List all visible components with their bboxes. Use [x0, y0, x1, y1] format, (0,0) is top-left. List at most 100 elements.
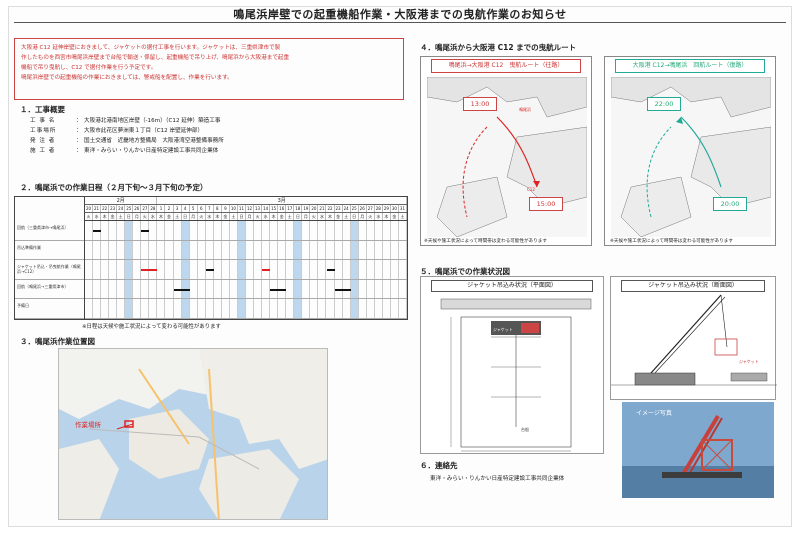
schedule-weekday-cell: 土 [174, 213, 182, 220]
schedule-day-cell: 20 [311, 205, 319, 212]
schedule-day-cell: 22 [102, 205, 110, 212]
schedule-day-cell: 19 [303, 205, 311, 212]
schedule-day-cell: 21 [319, 205, 327, 212]
schedule-column-line [109, 221, 118, 319]
naruo-label: 鳴尾浜 [519, 107, 531, 112]
overview-key: 施 工 者 [30, 148, 56, 154]
schedule-day-cell: 27 [367, 205, 375, 212]
section-2-heading: ２．鳴尾浜での作業日程（２月下旬～３月下旬の予定） [20, 183, 208, 192]
section-6-heading: ６．連絡先 [420, 461, 458, 470]
schedule-column-line [238, 221, 246, 319]
intro-box: 大阪港 C12 延伸岸壁におきまして、ジャケットの据付工事を行います。ジャケット… [14, 38, 404, 100]
section-3-heading: ３．鳴尾浜作業位置図 [20, 337, 95, 346]
schedule-weekday-cell: 火 [254, 213, 263, 220]
schedule-month-1: 3月 [157, 197, 407, 204]
plan-barge-label: 台船 [521, 427, 529, 432]
photo-caption: イメージ写真 [636, 410, 672, 417]
schedule-task-label: ジャケット吊込・吊曳航作業（鳴尾浜→C12） [17, 264, 81, 275]
schedule-column-line [125, 221, 134, 319]
schedule-day-cell: 4 [182, 205, 190, 212]
schedule-column-line [399, 221, 407, 319]
schedule-task-label: 回航（三重県津市→鳴尾浜） [17, 225, 69, 230]
schedule-weekday-cell: 日 [182, 213, 190, 220]
schedule-column-line [294, 221, 303, 319]
schedule-bar [141, 268, 158, 271]
schedule-weekday-cell: 火 [85, 213, 94, 220]
project-overview: 工 事 名： 大阪港北港南地区岸壁（-16m）（C12 延伸）築造工事 工事場所… [30, 116, 410, 156]
schedule-day-cell: 16 [279, 205, 287, 212]
schedule-task-label: 予備日 [17, 303, 29, 309]
schedule-day-cell: 22 [327, 205, 335, 212]
schedule-weekday-cell: 木 [383, 213, 391, 220]
schedule-column-line [302, 221, 311, 319]
schedule-grid-row [85, 299, 407, 319]
schedule-weekday-cell: 木 [270, 213, 279, 220]
schedule-column-line [391, 221, 399, 319]
schedule-weekday-cell: 月 [133, 213, 142, 220]
overview-row: 工 事 名： 大阪港北港南地区岸壁（-16m）（C12 延伸）築造工事 [30, 116, 410, 126]
route-return-panel: 大阪港 C12→鳴尾浜 回航ルート（復路） 22:00 20:00 [604, 56, 776, 246]
schedule-day-cell: 23 [110, 205, 118, 212]
schedule-shaded-column [125, 221, 134, 319]
schedule-shaded-column [350, 221, 359, 319]
schedule-day-cell: 25 [126, 205, 134, 212]
elevation-view-panel: ジャケット吊込み状況（断面図） ジャケット [610, 276, 777, 400]
schedule-column-line [359, 221, 367, 319]
schedule-weekday-cell: 月 [246, 213, 255, 220]
schedule-weekday-cell: 土 [286, 213, 295, 220]
schedule-weekday-cell: 火 [141, 213, 150, 220]
route-outbound-title: 鳴尾浜→大阪港 C12 曳航ルート（往路） [431, 59, 581, 73]
schedule-weekday-cell: 火 [310, 213, 319, 220]
plan-view-graphic [440, 298, 592, 452]
schedule-day-cell: 21 [94, 205, 102, 212]
elev-jacket-label: ジャケット [739, 359, 759, 364]
location-map: 作業場所 [58, 348, 328, 520]
schedule-column-line [101, 221, 110, 319]
schedule-day-cell: 17 [287, 205, 295, 212]
schedule-column-line [270, 221, 279, 319]
route-outbound-map: 13:00 15:00 鳴尾浜 C12 [426, 76, 588, 238]
schedule-column-line [310, 221, 319, 319]
schedule-column-line [230, 221, 238, 319]
schedule-column-line [343, 221, 351, 319]
schedule-bar [334, 288, 351, 291]
schedule-column-line [190, 221, 198, 319]
schedule-shaded-column [181, 221, 190, 319]
schedule-column-line [222, 221, 230, 319]
schedule-weekday-cell: 月 [190, 213, 198, 220]
schedule-column-line [254, 221, 263, 319]
schedule-task-row: 吊込準備作業 [15, 241, 84, 261]
schedule-column-line [335, 221, 343, 319]
schedule-day-cell: 13 [255, 205, 263, 212]
schedule-weekday-cell: 木 [214, 213, 222, 220]
schedule-day-cell: 28 [150, 205, 158, 212]
schedule-day-cell: 14 [263, 205, 271, 212]
return-end-time: 22:00 [647, 97, 681, 111]
schedule-weekday-cell: 火 [367, 213, 375, 220]
schedule-grid-row [85, 280, 407, 300]
schedule-grid-row [85, 260, 407, 280]
schedule-task-row: 予備日 [15, 299, 84, 319]
schedule-weekday-cell: 金 [278, 213, 287, 220]
schedule-weekday-cell: 日 [351, 213, 359, 220]
schedule-bar [173, 288, 190, 291]
schedule-column-line [383, 221, 391, 319]
route-return-title: 大阪港 C12→鳴尾浜 回航ルート（復路） [615, 59, 765, 73]
overview-value: 東洋・みらい・りんかい日産特定建設工事共同企業体 [84, 148, 219, 154]
schedule-weekday-cell: 水 [93, 213, 102, 220]
schedule-column-line [157, 221, 166, 319]
schedule-weekday-cell: 水 [375, 213, 383, 220]
intro-line-4: 鳴尾浜岸壁での起重機船の作業におきましては、警戒船を配置し、作業を行います。 [21, 75, 233, 81]
schedule-day-cell: 30 [391, 205, 399, 212]
route-return-map: 22:00 20:00 [610, 76, 772, 238]
schedule-bar [141, 229, 150, 232]
overview-value: 大阪市此花区夢洲東１丁目（C12 岸壁延伸部） [84, 128, 204, 134]
schedule-day-cell: 26 [359, 205, 367, 212]
plan-view-title: ジャケット吊込み状況（平面図） [431, 280, 593, 292]
schedule-day-cell: 24 [343, 205, 351, 212]
schedule-weekday-cell: 金 [391, 213, 399, 220]
schedule-task-row: ジャケット吊込・吊曳航作業（鳴尾浜→C12） [15, 260, 84, 280]
schedule-weekday-cell: 日 [125, 213, 134, 220]
schedule-weekday-cell: 木 [101, 213, 110, 220]
